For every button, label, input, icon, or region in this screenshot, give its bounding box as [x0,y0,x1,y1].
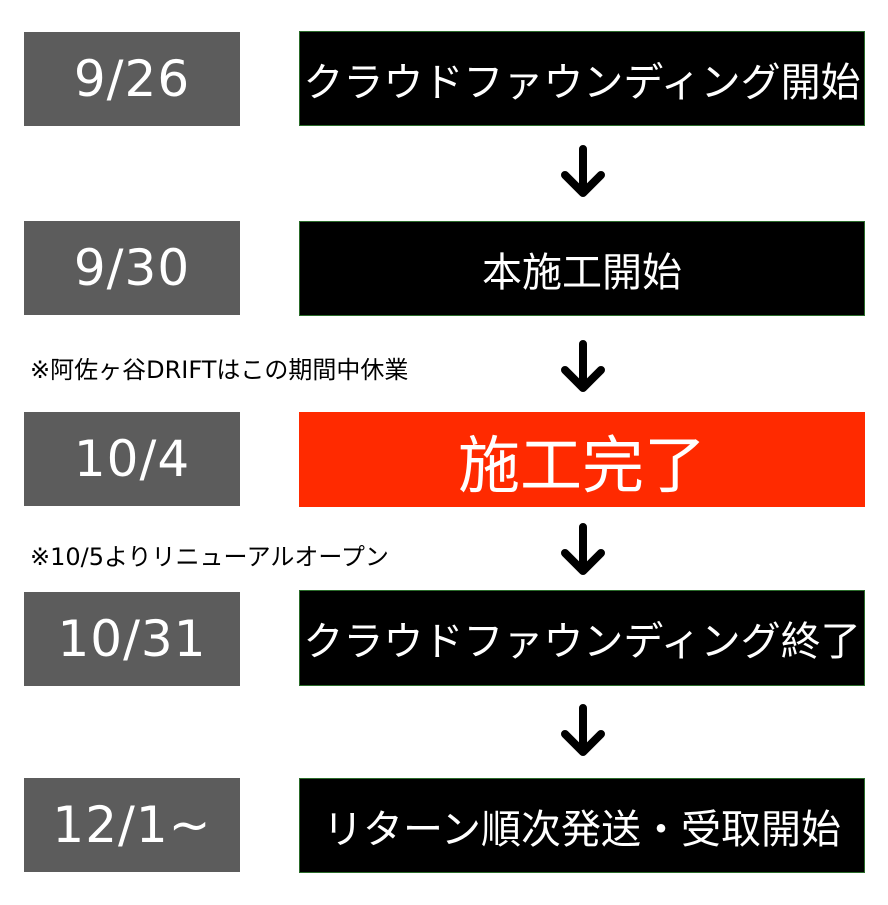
date-12-1: 12/1~ [24,778,240,872]
date-10-31: 10/31 [24,592,240,686]
arrow-down-icon [561,704,605,756]
note-reopening: ※10/5よりリニューアルオープン [30,543,389,571]
event-construction-complete: 施工完了 [299,412,865,507]
arrow-down-icon [561,145,605,197]
arrow-down-icon [561,340,605,392]
date-9-30: 9/30 [24,221,240,315]
date-9-26: 9/26 [24,32,240,126]
event-return-shipping-start: リターン順次発送・受取開始 [299,778,865,873]
event-crowdfunding-end: クラウドファウンディング終了 [299,590,865,686]
event-construction-start: 本施工開始 [299,221,865,316]
note-closed-during-period: ※阿佐ヶ谷DRIFTはこの期間中休業 [30,356,409,384]
arrow-down-icon [561,523,605,575]
event-crowdfunding-start: クラウドファウンディング開始 [299,31,865,126]
date-10-4: 10/4 [24,412,240,506]
